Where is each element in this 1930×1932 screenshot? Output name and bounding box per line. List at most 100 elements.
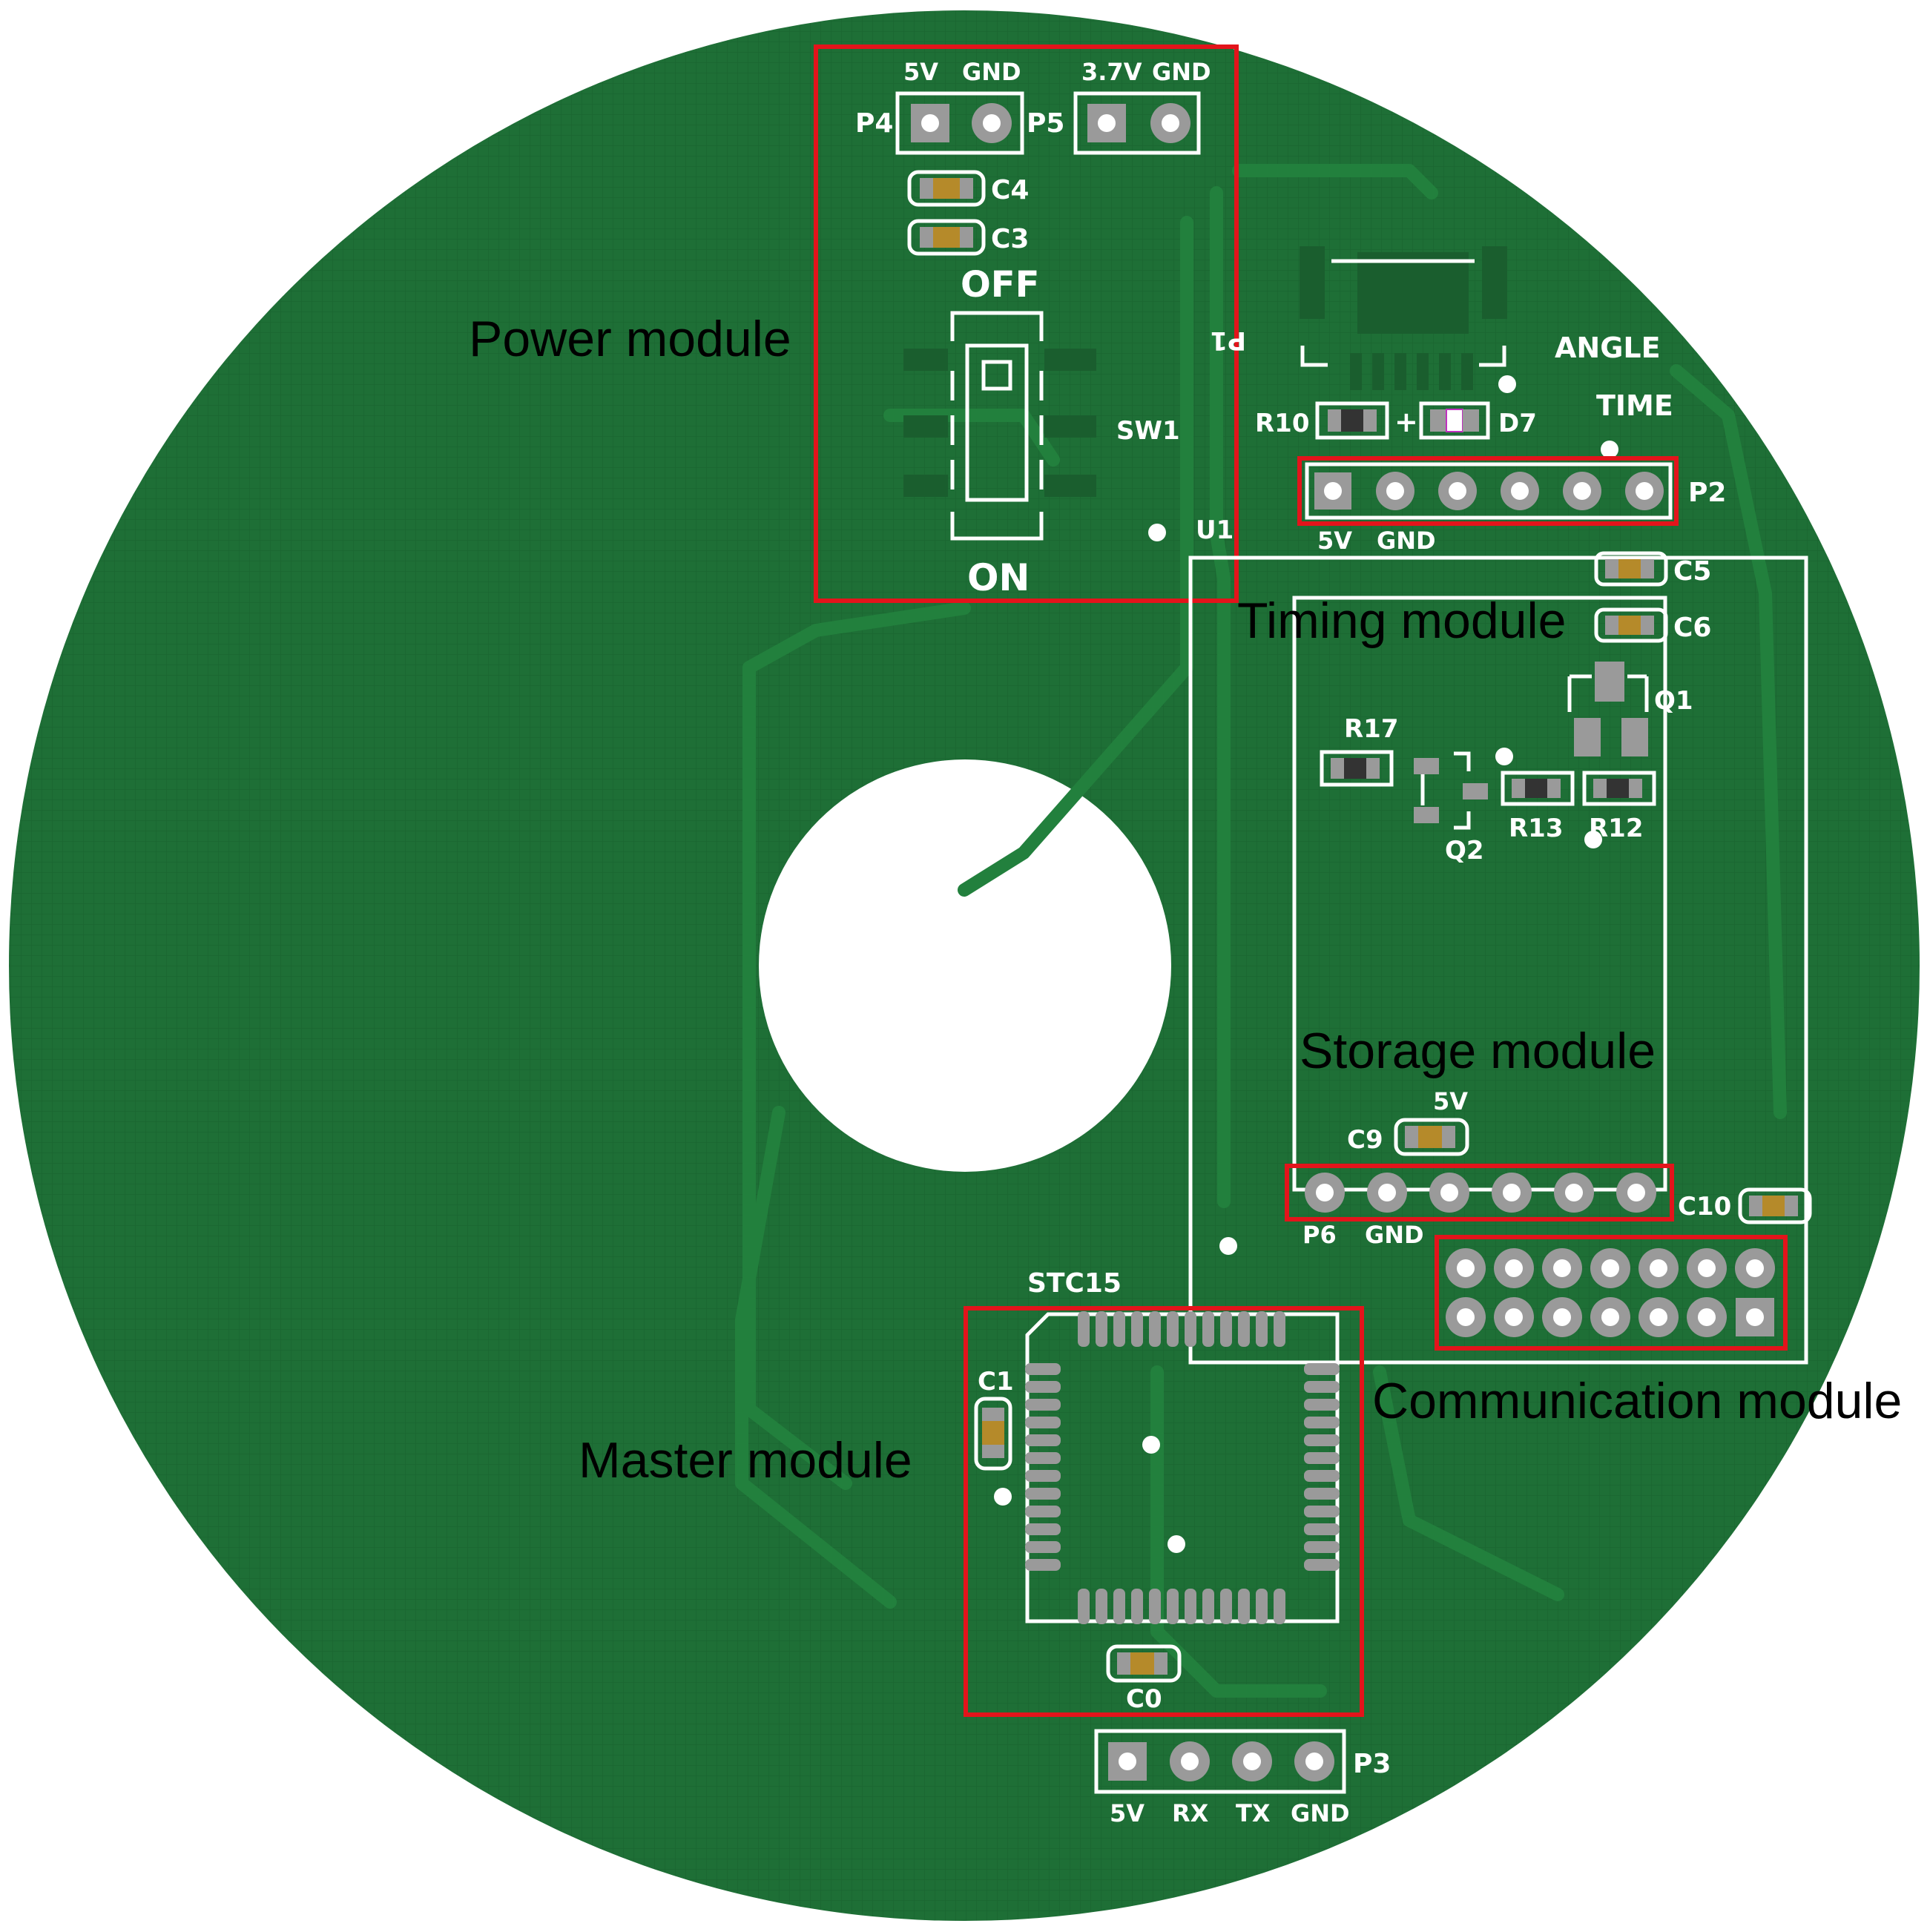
power-module: 5V GND P4 P5 3.7V GND C4 C3 OFF — [469, 44, 1239, 603]
u1-label: U1 — [1196, 515, 1234, 545]
d7-pad-left — [1430, 409, 1446, 432]
r10-pad-left — [1328, 409, 1341, 432]
p4-label: P4 — [855, 108, 893, 139]
p4-outline — [895, 91, 1024, 155]
p3-5v-label: 5V — [1110, 1799, 1145, 1827]
c6-pad-right — [1641, 616, 1654, 635]
p5-label: P5 — [1027, 108, 1064, 139]
c0-outline — [1106, 1644, 1182, 1683]
stc15-label: STC15 — [1027, 1268, 1122, 1299]
c6-body — [1618, 616, 1641, 635]
communication-module-annotation: Communication module — [1372, 1373, 1902, 1429]
c4-outline — [907, 170, 986, 207]
via — [1219, 1237, 1237, 1255]
p3-gnd-label: GND — [1291, 1799, 1350, 1827]
module-outer-outline — [1188, 555, 1808, 1365]
p4-pin2-hole — [983, 114, 1001, 132]
off-label: OFF — [961, 264, 1039, 306]
p6-pins — [1305, 1173, 1656, 1213]
stc15-top-pins — [1078, 1311, 1285, 1347]
p6-highlight — [1285, 1164, 1674, 1221]
d7-outline — [1419, 401, 1490, 440]
p3-tx-label: TX — [1236, 1799, 1271, 1827]
r12-body — [1607, 779, 1629, 798]
q1-pad-top — [1595, 662, 1624, 702]
c5-label: C5 — [1673, 556, 1711, 587]
via — [1584, 831, 1602, 848]
communication-module: Communication module — [1372, 1235, 1902, 1429]
r10-body — [1341, 409, 1363, 432]
sw1-switch — [903, 311, 1096, 541]
d7-pad-right — [1463, 409, 1479, 432]
p6-label: P6 — [1302, 1221, 1337, 1249]
c5-outline — [1594, 551, 1668, 587]
c5-pad-left — [1605, 559, 1618, 578]
c3-body — [933, 227, 960, 248]
q2-pad-3 — [1463, 783, 1488, 799]
p3-rx-label: RX — [1172, 1799, 1209, 1827]
p5-outline — [1073, 91, 1201, 155]
via — [1601, 441, 1618, 458]
c9-label: C9 — [1347, 1125, 1383, 1155]
r13-outline — [1501, 771, 1575, 806]
module-inner-outline — [1292, 596, 1667, 1192]
master-module-highlight — [964, 1306, 1364, 1717]
p2-pin1-hole — [1324, 482, 1342, 500]
p2-round-pins — [1376, 472, 1664, 510]
c10-pad-right — [1785, 1196, 1798, 1216]
q1-pad-right — [1621, 718, 1648, 756]
p5-37v-label: 3.7V — [1081, 58, 1142, 86]
c10-pad-left — [1749, 1196, 1762, 1216]
c1-pad-top — [982, 1408, 1004, 1421]
master-module-annotation: Master module — [579, 1432, 912, 1488]
c1-pad-bottom — [982, 1445, 1004, 1458]
sw1-label: SW1 — [1116, 416, 1180, 446]
r13-body — [1525, 779, 1547, 798]
p2-outline — [1305, 462, 1673, 520]
p1-label: P1 — [1210, 326, 1246, 355]
p5-gnd-label: GND — [1152, 58, 1211, 86]
r12-outline — [1582, 771, 1656, 806]
p3-outline — [1094, 1729, 1346, 1794]
via — [1148, 524, 1166, 541]
power-module-annotation: Power module — [469, 311, 791, 367]
c6-pad-left — [1605, 616, 1618, 635]
stc15-left-pins — [1025, 1363, 1061, 1571]
c4-pad-right — [960, 178, 973, 199]
p2-label: P2 — [1688, 478, 1726, 508]
q2-label: Q2 — [1445, 836, 1484, 866]
timing-storage-modules: C5 C6 Timing module Q1 R17 Q2 R13 — [1188, 551, 1812, 1365]
r12-pad-right — [1629, 779, 1642, 798]
c10-label: C10 — [1678, 1192, 1731, 1221]
via — [1142, 1436, 1160, 1454]
c5-pad-right — [1641, 559, 1654, 578]
p5-pin2-hole — [1162, 114, 1179, 132]
c6-outline — [1594, 607, 1668, 643]
comm-header-pins — [1446, 1248, 1775, 1337]
mounting-hole — [759, 759, 1171, 1172]
p3-label: P3 — [1353, 1749, 1391, 1779]
angle-label: ANGLE — [1555, 332, 1661, 364]
p3-pin1-hole — [1119, 1753, 1136, 1770]
r12-pad-left — [1593, 779, 1607, 798]
p2-gnd-label: GND — [1377, 527, 1436, 555]
on-label: ON — [967, 556, 1030, 599]
power-module-highlight — [814, 44, 1239, 603]
q1-pad-left — [1574, 718, 1601, 756]
r13-pad-left — [1512, 779, 1525, 798]
q2-pad-1 — [1414, 758, 1439, 774]
p2-highlight — [1297, 456, 1679, 526]
c10-body — [1762, 1196, 1785, 1216]
r17-label: R17 — [1344, 714, 1399, 744]
c10-outline — [1738, 1187, 1812, 1224]
c3-pad-right — [960, 227, 973, 248]
c6-label: C6 — [1673, 613, 1711, 643]
c9-pad-left — [1405, 1126, 1418, 1148]
c1-body — [982, 1421, 1004, 1445]
q1-label: Q1 — [1654, 686, 1693, 716]
p4-pin1-hole — [921, 114, 939, 132]
c9-outline — [1394, 1118, 1469, 1156]
r10-outline — [1315, 401, 1389, 440]
d7-body — [1446, 409, 1463, 432]
r13-pad-right — [1547, 779, 1561, 798]
